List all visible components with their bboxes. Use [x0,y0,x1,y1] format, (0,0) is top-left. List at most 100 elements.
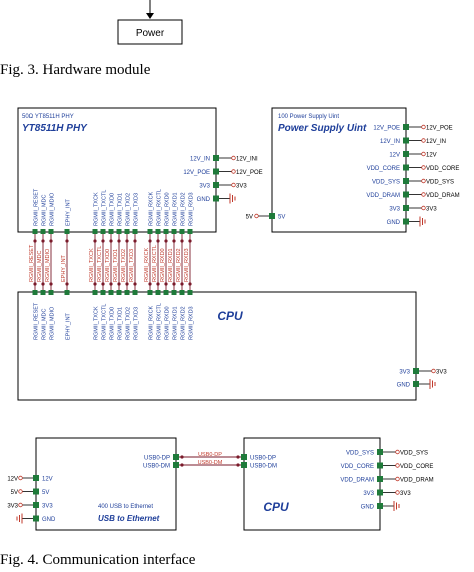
psu-pin-12v [403,151,409,157]
phy-net-dot-12v-poe [231,169,236,174]
psu-net-dot-12v-in [421,138,426,143]
usb-eth-pin-label-3v3: 3V3 [42,504,53,510]
cpu1-top-pin-rgmii-txd2 [124,290,130,295]
psu-net-label-vdd-core: VDD_CORE [426,166,459,172]
psu-net-label-12v-poe: 12V_POE [426,126,453,132]
psu-subtitle: 100 Power Supply Uint [278,114,339,120]
power-block-label: Power [136,28,165,39]
phy-bottom-pin-label-rgmii-rxd3: RGMII_RXD3 [189,192,195,226]
cpu1-top-pin-rgmii-mdio [48,290,54,295]
bus-net-label-rgmii-rxd1: RGMII_RXD1 [168,248,174,282]
cpu2-pin-vdd-sys [377,449,383,455]
phy-pin-label-gnd: GND [197,197,211,203]
cpu2-title: CPU [263,500,289,514]
phy-pin-label-12v-in: 12V_IN [190,157,210,163]
cpu1-top-pin-label-rgmii-txd1: RGMII_TXD1 [118,307,124,340]
usb-eth-pin-label-5v: 5V [42,490,49,496]
psu-net-label-vdd-sys: VDD_SYS [426,180,454,186]
bus-junction-bottom-rgmii-reset [33,282,37,286]
bus-junction-top-rgmii-txctl [101,239,105,243]
cpu1-top-pin-label-ephy-int: EPHY_INT [66,312,72,340]
bus-net-label-rgmii-txd0: RGMII_TXD0 [105,249,111,282]
bus-net-label-rgmii-rxck: RGMII_RXCK [144,247,150,282]
phy-bottom-pin-label-rgmii-txd2: RGMII_TXD2 [126,193,132,226]
cpu2-left-pin-usb0-dm [241,462,247,468]
phy-bottom-pin-label-rgmii-txd1: RGMII_TXD1 [118,193,124,226]
cpu1-top-pin-label-rgmii-txck: RGMII_TXCK [94,306,100,340]
usb-eth-subtitle: 400 USB to Ethernet [98,504,153,510]
psu-net-dot-12v [421,151,426,157]
cpu1-box [17,291,417,401]
bus-net-label-rgmii-rxd2: RGMII_RXD2 [176,248,182,282]
bus-junction-bottom-rgmii-txd3 [133,282,137,286]
phy-bottom-pin-rgmii-txck [92,229,98,234]
psu-pin-label-gnd: GND [387,220,401,226]
cpu2-pin-label-vdd-core: VDD_CORE [341,464,374,470]
bus-net-label-rgmii-txctl: RGMII_TXCTL [97,246,103,282]
psu-pin-vdd-dram [403,191,409,198]
bus-junction-top-rgmii-mdio [49,239,53,243]
bus-net-label-rgmii-txd1: RGMII_TXD1 [113,249,119,282]
usb-eth-pin-5v [33,488,39,495]
psu-pin-12v-in [403,137,409,144]
usb-eth-pin-12v [33,475,39,481]
bus-net-label-rgmii-txck: RGMII_TXCK [89,248,95,282]
psu-net-dot-vdd-dram [421,192,426,197]
bus-net-label-ephy-int: EPHY_INT [61,254,67,282]
phy-bottom-pin-rgmii-mdio [48,229,54,234]
psu-net-label-3v3: 3V3 [426,207,437,213]
psu-pin-label-5v: 5V [278,215,285,221]
usb-eth-net-dot-5v [18,489,23,494]
phy-bottom-pin-rgmii-txd2 [124,229,130,234]
phy-bottom-pin-label-ephy-int: EPHY_INT [66,198,72,226]
phy-net-dot-12v-ini [231,155,236,161]
bus-junction-top-rgmii-txd1 [117,239,121,243]
phy-net-label-12v-ini: 12V_INI [236,157,258,163]
bus-junction-bottom-rgmii-rxck [148,282,152,286]
psu-pin-label-vdd-dram: VDD_DRAM [366,193,400,199]
bus-net-label-rgmii-rxd0: RGMII_RXD0 [160,248,166,282]
cpu1-top-pin-label-rgmii-reset: RGMII_RESET [34,302,40,340]
psu-pin-label-12v: 12V [389,153,400,159]
cpu1-top-pin-rgmii-txd1 [116,290,122,295]
cpu1-top-pin-rgmii-rxd2 [179,290,185,295]
cpu1-top-pin-rgmii-txctl [100,290,106,295]
cpu1-top-pin-label-rgmii-rxd3: RGMII_RXD3 [189,306,195,340]
phy-bottom-pin-rgmii-rxd3 [187,229,193,234]
cpu2-pin-label-gnd: GND [361,505,375,511]
phy-bottom-pin-rgmii-txd1 [116,229,122,234]
cpu2-pin-gnd [377,503,383,509]
cpu1-pin-gnd [413,381,419,387]
usb-eth-box [35,437,177,531]
cpu1-top-pin-ephy-int [64,290,70,295]
psu-pin-label-vdd-sys: VDD_SYS [372,180,400,186]
cpu2-net-dot-vdd-dram [395,476,400,482]
cpu1-top-pin-rgmii-reset [32,290,38,295]
bus-net-label-rgmii-rxd3: RGMII_RXD3 [184,248,190,282]
bus-junction-bottom-rgmii-txck [93,282,97,286]
bus-net-label-rgmii-txd3: RGMII_TXD3 [129,249,135,282]
phy-bottom-pin-rgmii-txctl [100,229,106,234]
cpu1-top-pin-label-rgmii-mdio: RGMII_MDIO [50,306,56,340]
usb-eth-right-pin-usb0-dm [173,462,179,468]
psu-net-dot-vdd-core [421,165,426,170]
usb-eth-pin-3v3 [33,502,39,508]
bus-net-label-rgmii-mdio: RGMII_MDIO [45,248,51,282]
bus-junction-top-rgmii-rxd0 [164,239,168,243]
phy-bottom-pin-rgmii-txd0 [108,229,114,234]
phy-bottom-pin-rgmii-rxd2 [179,229,185,234]
cpu1-top-pin-label-rgmii-txd2: RGMII_TXD2 [126,307,132,340]
bus-net-label-rgmii-txd2: RGMII_TXD2 [121,249,127,282]
phy-bottom-pin-rgmii-reset [32,229,38,234]
power-arrow-head [146,13,154,19]
psu-pin-vdd-core [403,164,409,171]
